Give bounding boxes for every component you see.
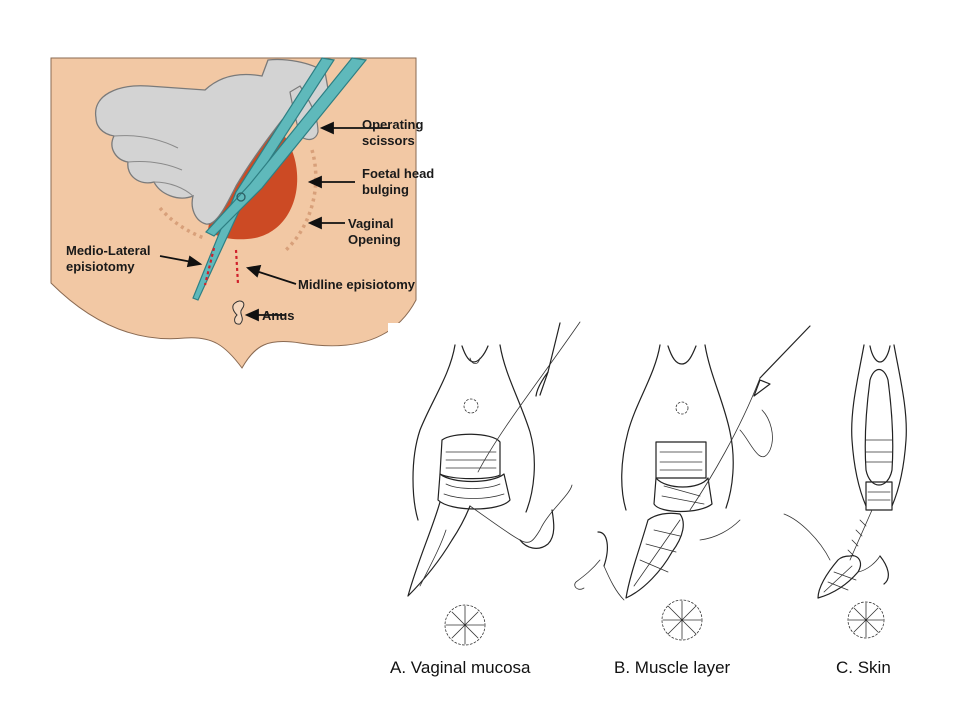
panel-a-drawing — [407, 321, 581, 646]
foetal-head-label-line1: Foetal head — [362, 166, 434, 181]
mediolateral-incision — [203, 247, 216, 286]
scissors-blade — [205, 57, 368, 237]
scissors-label-line2: scissors — [362, 133, 415, 148]
caption-muscle-layer: B. Muscle layer — [614, 658, 731, 677]
scissors-label-line1: Operating — [362, 117, 423, 132]
gloved-hand — [95, 58, 331, 225]
anus-label: Anus — [262, 308, 295, 323]
vaginal-opening-label-line1: Vaginal — [348, 216, 394, 231]
repair-panel-background — [388, 323, 918, 680]
scissors-pivot — [236, 192, 246, 202]
episiotomy-diagram: Operating scissors Foetal head bulging V… — [50, 57, 434, 369]
mediolateral-label-line1: Medio-Lateral — [66, 243, 151, 258]
midline-label: Midline episiotomy — [298, 277, 416, 292]
scissors-blade — [192, 57, 336, 301]
caption-skin: C. Skin — [836, 658, 891, 677]
label-arrows — [159, 121, 390, 322]
finger-line — [153, 181, 194, 197]
mediolateral-label-line2: episiotomy — [66, 259, 135, 274]
finger-line — [127, 161, 183, 171]
foetal-head-label-line2: bulging — [362, 182, 409, 197]
panel-c-drawing — [783, 344, 907, 639]
finger-line — [113, 135, 179, 149]
vaginal-opening-outline-left — [158, 206, 205, 240]
vaginal-opening-label-line2: Opening — [348, 232, 401, 247]
panel-b-drawing — [574, 325, 811, 641]
repair-stages-diagram: A. Vaginal mucosa B. Muscle layer C. Ski… — [388, 321, 918, 680]
anus-mark — [232, 300, 245, 325]
caption-vaginal-mucosa: A. Vaginal mucosa — [390, 658, 531, 677]
